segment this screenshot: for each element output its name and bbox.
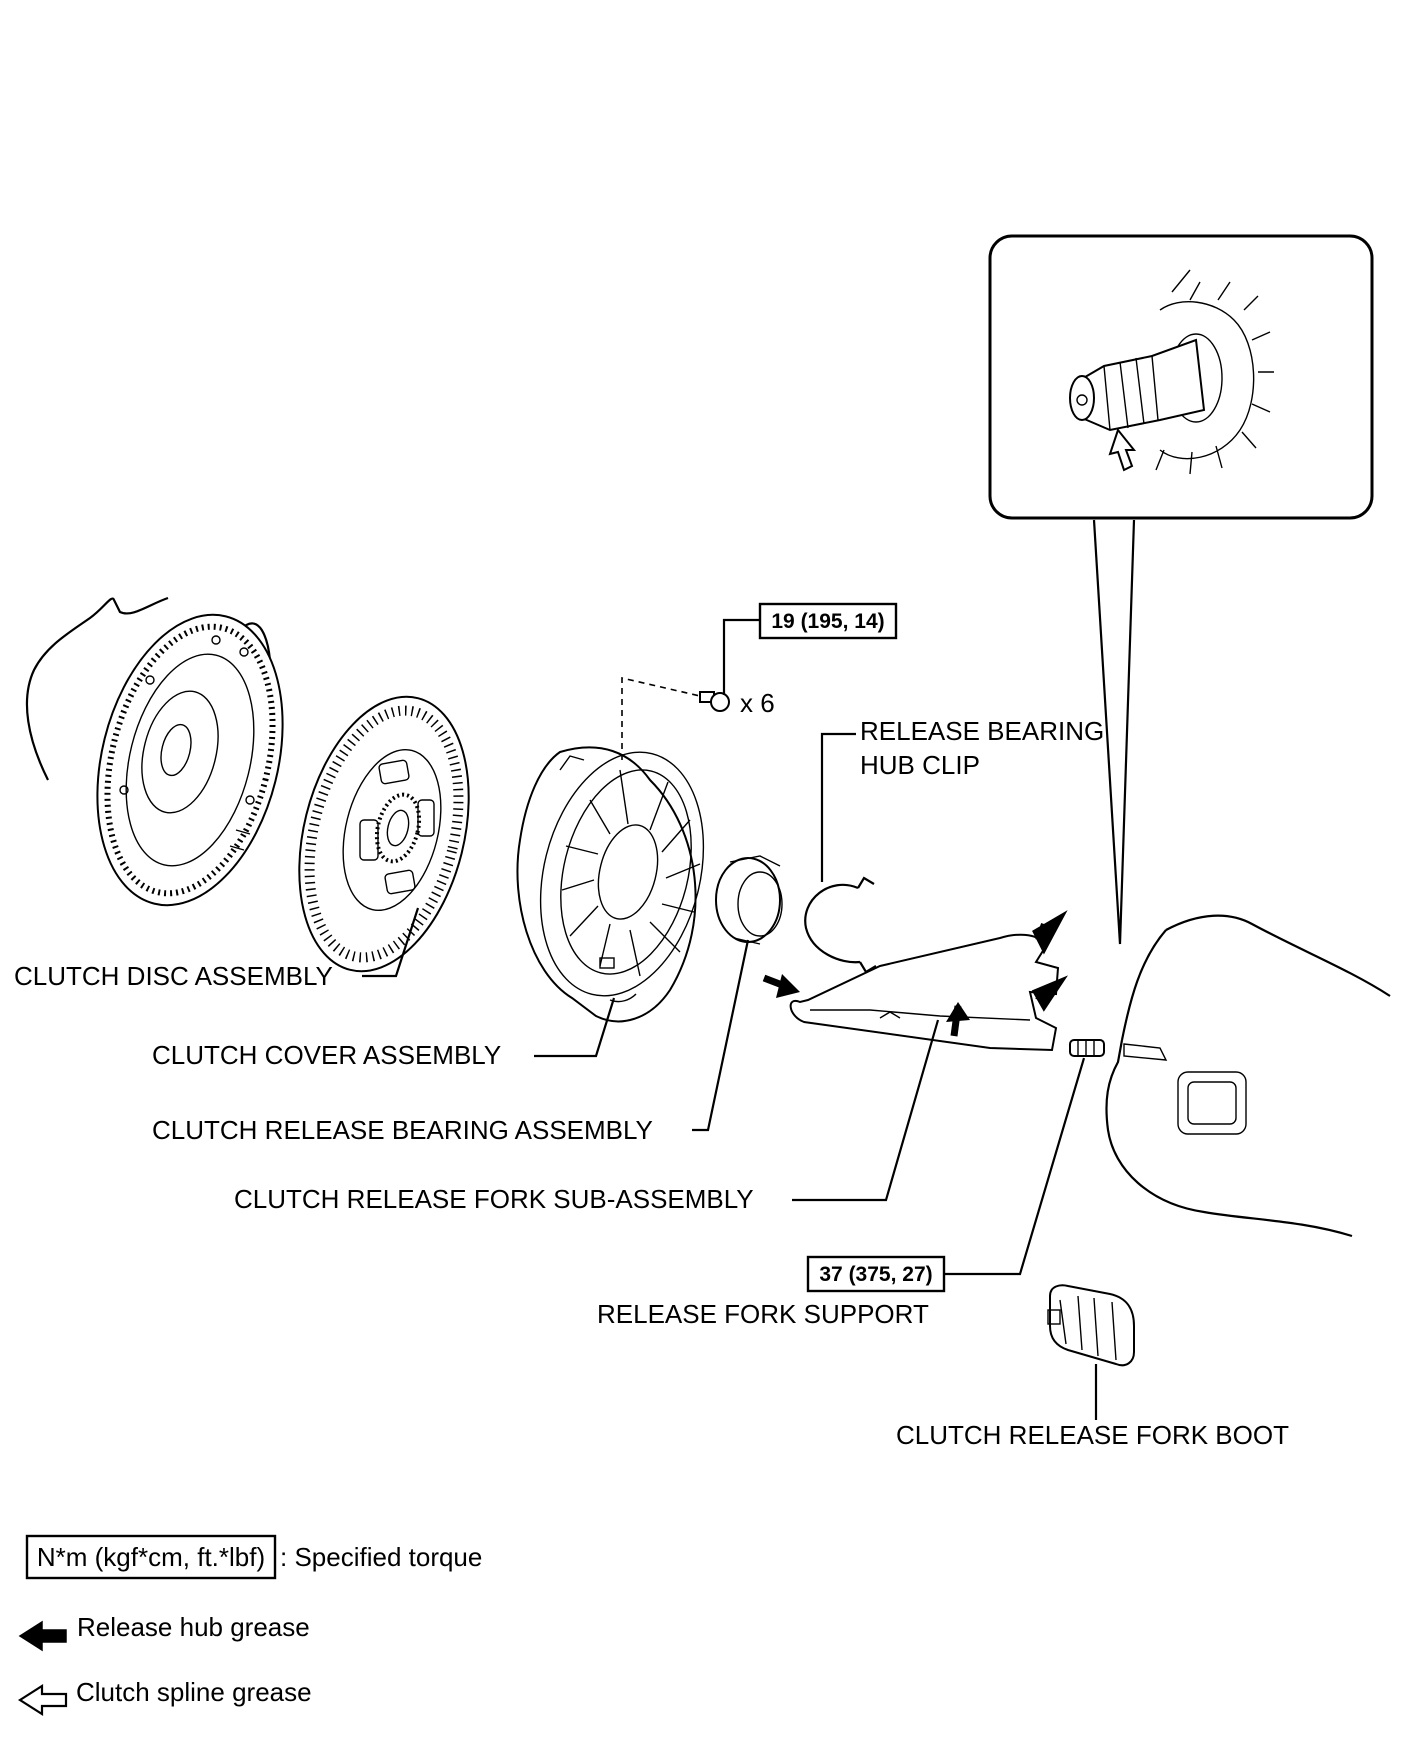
spline-detail-callout <box>988 234 1374 945</box>
label-fork-boot: CLUTCH RELEASE FORK BOOT <box>896 1420 1289 1450</box>
cover-bolt <box>699 691 730 712</box>
label-clutch-disc: CLUTCH DISC ASSEMBLY <box>14 961 333 991</box>
fork-support-stud <box>1069 1039 1105 1057</box>
fork-hub-grease-arrows <box>762 910 1068 1037</box>
release-fork <box>789 933 1060 1052</box>
bolt-count: x 6 <box>740 688 775 718</box>
legend-hub-grease: Release hub grease <box>77 1612 310 1642</box>
label-clutch-cover: CLUTCH COVER ASSEMBLY <box>152 1040 501 1070</box>
flywheel <box>25 596 284 907</box>
leader-lines <box>362 907 1098 1420</box>
torque-box-cover-bolt <box>758 602 898 640</box>
torque-fork-support: 37 (375, 27) <box>819 1263 932 1286</box>
release-hub-grease-arrow-icon <box>18 1620 67 1652</box>
release-bearing <box>715 855 783 945</box>
clutch-spline-grease-arrow-icon <box>17 1683 68 1717</box>
detail-spline-grease-arrow-icon <box>1108 427 1137 472</box>
label-hub-clip-line2: HUB CLIP <box>860 750 980 780</box>
label-fork-support: RELEASE FORK SUPPORT <box>597 1299 929 1329</box>
hub-clip <box>804 876 877 974</box>
clutch-disc <box>298 695 470 973</box>
torque-cover-bolt: 19 (195, 14) <box>771 610 884 633</box>
label-release-fork: CLUTCH RELEASE FORK SUB-ASSEMBLY <box>234 1184 754 1214</box>
bolt-guide-line <box>621 676 701 760</box>
label-hub-clip-line1: RELEASE BEARING <box>860 716 1104 746</box>
torque-box-fork-support <box>806 1255 946 1293</box>
clutch-cover <box>516 746 705 1023</box>
legend-torque-text: : Specified torque <box>280 1542 482 1572</box>
legend: N*m (kgf*cm, ft.*lbf) : Specified torque… <box>17 1534 482 1717</box>
transmission-housing <box>1105 914 1391 1238</box>
legend-torque-box <box>25 1534 277 1580</box>
legend-torque-units: N*m (kgf*cm, ft.*lbf) <box>37 1542 265 1572</box>
fork-boot <box>1047 1284 1135 1367</box>
label-release-bearing: CLUTCH RELEASE BEARING ASSEMBLY <box>152 1115 653 1145</box>
legend-spline-grease: Clutch spline grease <box>76 1677 312 1707</box>
